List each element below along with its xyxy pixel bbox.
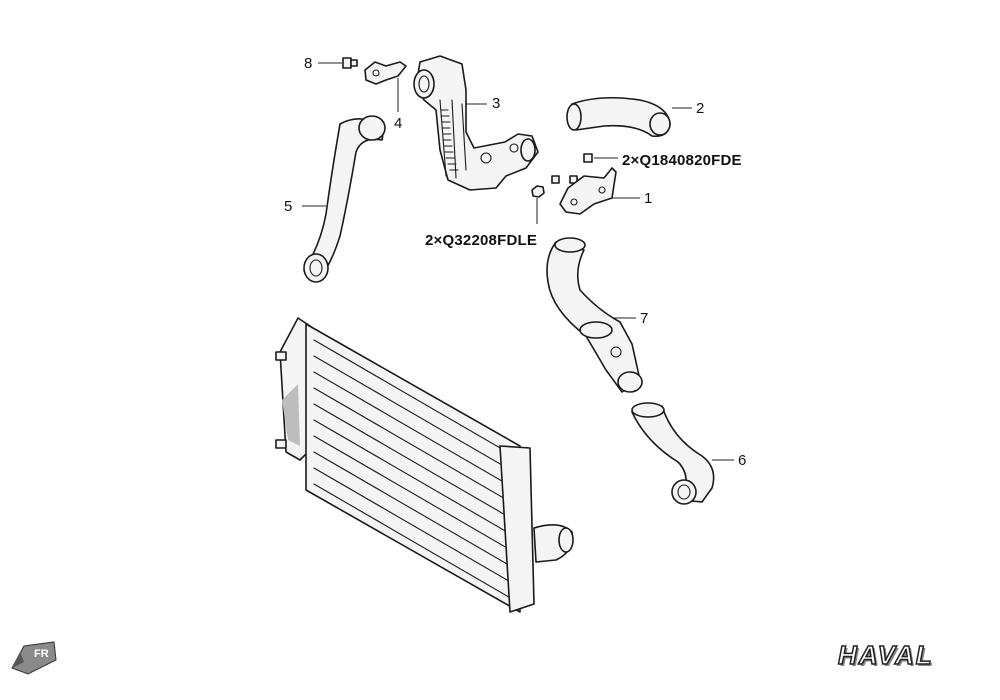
brand-logo-text: HAVAL	[837, 639, 934, 671]
part-4-bracket	[364, 61, 407, 112]
bolt-group	[531, 153, 618, 224]
part-3-charge-pipe	[413, 55, 539, 191]
callout-2: 2	[696, 100, 705, 117]
part-1-bracket	[559, 167, 640, 215]
intercooler	[275, 317, 574, 613]
part-8-bolt	[318, 57, 358, 69]
callout-1: 1	[644, 190, 653, 207]
callout-5: 5	[284, 198, 293, 215]
part-5-hose	[302, 115, 386, 283]
arrow-front-icon	[11, 641, 57, 675]
bolt-part-number: 2×Q1840820FDE	[622, 152, 742, 169]
callout-3: 3	[492, 95, 501, 112]
part-6-hose	[631, 402, 734, 505]
orientation-badge-label: FR	[34, 648, 49, 660]
callout-6: 6	[738, 452, 747, 469]
nut-part-number: 2×Q32208FDLE	[425, 232, 538, 249]
brand-logo: HAVAL	[837, 639, 934, 671]
callout-8: 8	[304, 55, 313, 72]
part-2-hose	[566, 96, 692, 138]
callout-7: 7	[640, 310, 649, 327]
callout-4: 4	[394, 115, 403, 132]
part-7-hose	[546, 237, 643, 393]
